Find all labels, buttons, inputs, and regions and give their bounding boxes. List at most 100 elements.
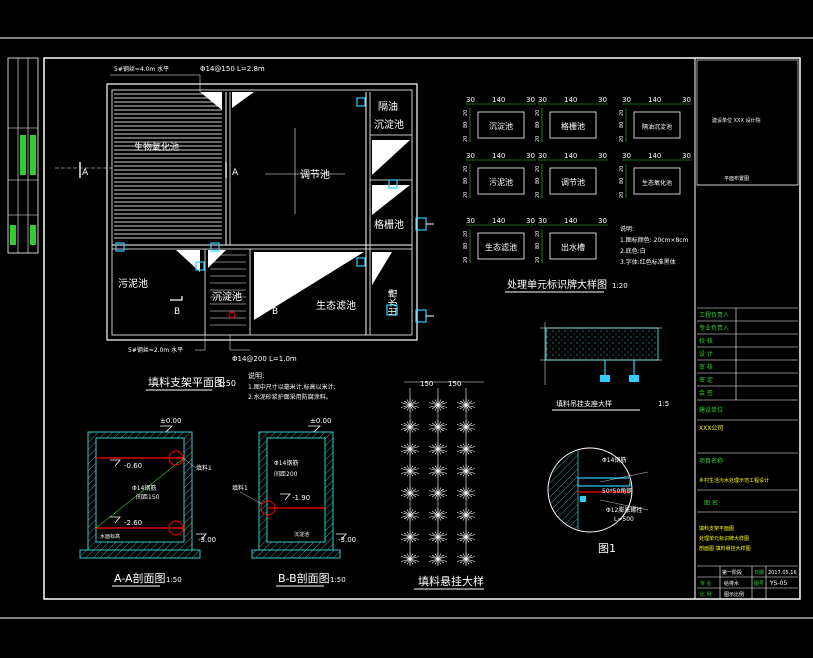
sign-dim-text: 20: [535, 257, 541, 263]
sign-dim-text: 30: [526, 152, 535, 160]
sign-dim-text: 30: [538, 96, 547, 104]
bb-title: B-B剖面图: [278, 571, 330, 585]
sign-dim-text: 30: [466, 152, 475, 160]
sign-name: 沉淀池: [489, 121, 513, 131]
sign-detail: [466, 103, 692, 263]
tb-scale: 图示比例: [724, 591, 744, 598]
sign-dim-text: 80: [463, 122, 469, 128]
tb-row-label: 会 签: [699, 389, 713, 397]
sign-dim-text: 30: [598, 96, 607, 104]
sign-box: [549, 167, 597, 195]
sign-box: [477, 232, 525, 260]
oil-sep-label-2: 沉淀池: [374, 118, 404, 131]
sign-box: [549, 111, 597, 139]
sign-dim-text: 20: [535, 166, 541, 172]
sign-dim-text: 20: [535, 110, 541, 116]
tb-project-label: 项目名称: [699, 457, 723, 465]
fig1-label-1: Φ14钢筋: [602, 456, 626, 464]
plan-scale: 1:50: [218, 379, 236, 388]
pier-detail: [540, 322, 662, 385]
hanging-fill-element: [456, 464, 476, 478]
hanging-fill-element: [400, 530, 420, 544]
tb-drawing-line-1: 处理单元标识牌大样图: [699, 535, 749, 542]
hanging-fill-element: [456, 398, 476, 412]
hanging-fill-element: [428, 398, 448, 412]
hanging-dim-1: 150: [420, 380, 433, 388]
hanging-fill-element: [400, 486, 420, 500]
hanging-fill-element: [428, 552, 448, 566]
sign-name: 生态滤池: [485, 242, 517, 252]
tb-row-label: 审 定: [699, 376, 713, 384]
bio-oxidation-fill: [114, 92, 222, 240]
tb-row-label: 审 核: [699, 363, 713, 371]
sign-dim-text: 20: [619, 166, 625, 172]
bb-level-mid: -1.90: [292, 494, 310, 502]
hanging-fill-element: [428, 486, 448, 500]
aa-level-bottom: -3.00: [198, 536, 216, 544]
sign-dim-text: 30: [538, 217, 547, 225]
plan-title: 填料支架平面图: [148, 375, 225, 389]
sign-note-1: 1.图标颜色: 20cm×8cm: [620, 236, 689, 244]
sign-detail-title: 处理单元标识牌大样图: [507, 278, 607, 291]
sign-dim-text: 20: [463, 231, 469, 237]
sign-dim-text: 30: [538, 152, 547, 160]
hatch-bottom-label: 5#钢丝=2.0m 水平: [128, 346, 183, 354]
sign-dim-text: 30: [622, 152, 631, 160]
bb-level-bottom: -3.00: [338, 536, 356, 544]
bb-inner: 沉淀池: [294, 531, 309, 538]
fig1-label-4: L=500: [614, 516, 634, 523]
tb-drawing-label: 图 名: [704, 499, 718, 507]
sign-dim-text: 30: [466, 217, 475, 225]
bio-oxidation-label: 生物氧化池: [134, 141, 179, 153]
sign-dim-text: 30: [682, 96, 691, 104]
section-aa: [79, 425, 207, 559]
hanging-fill-element: [456, 530, 476, 544]
aa-scale: 1:50: [166, 576, 182, 584]
aa-level-top: ±0.00: [160, 417, 181, 425]
tb-no-label: 图号: [754, 581, 764, 587]
tb-scale-label: 比 例: [700, 591, 712, 598]
sign-dim-text: 30: [622, 96, 631, 104]
hanging-fill-element: [428, 420, 448, 434]
aa-note: 填料1: [196, 464, 212, 472]
sign-dim-text: 20: [535, 192, 541, 198]
sign-note-3: 3.字体:红色标准黑体: [620, 258, 676, 266]
sign-name: 隔油沉淀池: [642, 123, 672, 131]
tb-drawing-line-0: 填料支架平面图: [699, 525, 734, 532]
sign-box: [549, 232, 597, 260]
sign-dim-text: 20: [535, 231, 541, 237]
sign-box: [633, 167, 681, 195]
sign-dim-text: 20: [535, 136, 541, 142]
tb-project-value: 乡村生活污水处理示范工程设计: [699, 477, 769, 484]
grille-label: 格栅池: [374, 218, 404, 231]
bb-scale: 1:50: [330, 576, 346, 584]
hanging-fill-element: [456, 508, 476, 522]
hanging-fill-element: [456, 552, 476, 566]
sign-name: 生态氧化池: [642, 179, 672, 187]
sign-name: 调节池: [561, 177, 585, 187]
aa-title: A-A剖面图: [114, 571, 166, 585]
sign-dim-text: 140: [648, 152, 661, 160]
section-mark-a-right: A: [232, 168, 239, 178]
section-mark-a-left: A: [82, 168, 89, 178]
tb-date: 2017.05.16: [768, 570, 797, 576]
oil-sep-label: 隔油: [378, 100, 398, 113]
sign-dim-text: 20: [463, 166, 469, 172]
tb-no: YS-05: [769, 580, 787, 587]
hanging-fill-element: [400, 508, 420, 522]
aa-water: 水面标高: [100, 533, 120, 540]
sign-dim-text: 140: [564, 152, 577, 160]
plan-note-2: 2.水泥砂浆护面采用防腐涂料。: [248, 393, 332, 401]
hanging-title: 填料悬挂大样: [418, 574, 484, 588]
hanging-fill-element: [428, 508, 448, 522]
sign-dim-text: 80: [463, 243, 469, 249]
fig1-label-3: Φ12膨胀螺栓: [606, 506, 642, 514]
tb-row-label: 校 核: [699, 337, 713, 345]
fig1-title: 图1: [598, 542, 616, 555]
sign-dim-text: 80: [535, 243, 541, 249]
hanging-fill-element: [456, 486, 476, 500]
pier-scale: 1:5: [658, 400, 669, 408]
sign-dim-text: 20: [463, 136, 469, 142]
aa-level-mid2: -2.60: [124, 519, 142, 527]
